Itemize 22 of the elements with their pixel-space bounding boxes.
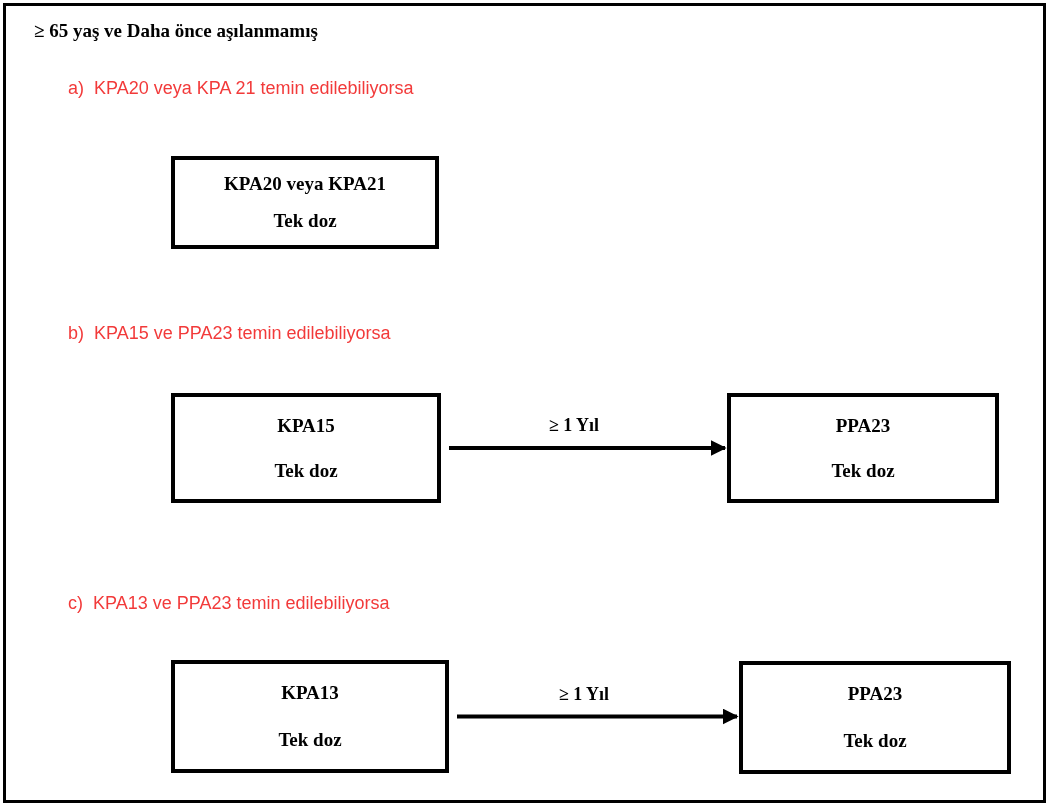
vaccine-name: KPA13 xyxy=(281,682,339,705)
option-note: a) KPA20 veya KPA 21 temin edilebiliyorsa xyxy=(68,78,414,99)
heading: ≥ 65 yaş ve Daha önce aşılanmamış xyxy=(34,20,318,42)
option-note: c) KPA13 ve PPA23 temin edilebiliyorsa xyxy=(68,593,390,614)
arrow xyxy=(449,440,727,456)
vaccine-name: KPA20 veya KPA21 xyxy=(224,173,386,196)
vaccine-box xyxy=(171,156,439,249)
arrow xyxy=(457,708,739,725)
dose-text: Tek doz xyxy=(274,459,338,482)
option-note: b) KPA15 ve PPA23 temin edilebiliyorsa xyxy=(68,323,391,344)
dose-text: Tek doz xyxy=(831,459,895,482)
vaccine-box xyxy=(171,393,441,503)
dose-text: Tek doz xyxy=(273,209,337,232)
vaccine-name: PPA23 xyxy=(835,414,891,437)
vaccine-box xyxy=(727,393,999,503)
dose-text: Tek doz xyxy=(843,729,907,752)
dose-text: Tek doz xyxy=(278,728,342,751)
frame-box xyxy=(3,3,1046,803)
vaccine-name: KPA15 xyxy=(277,414,335,437)
vaccine-name: PPA23 xyxy=(847,683,903,706)
vaccine-box xyxy=(171,660,449,773)
vaccine-box xyxy=(739,661,1011,774)
